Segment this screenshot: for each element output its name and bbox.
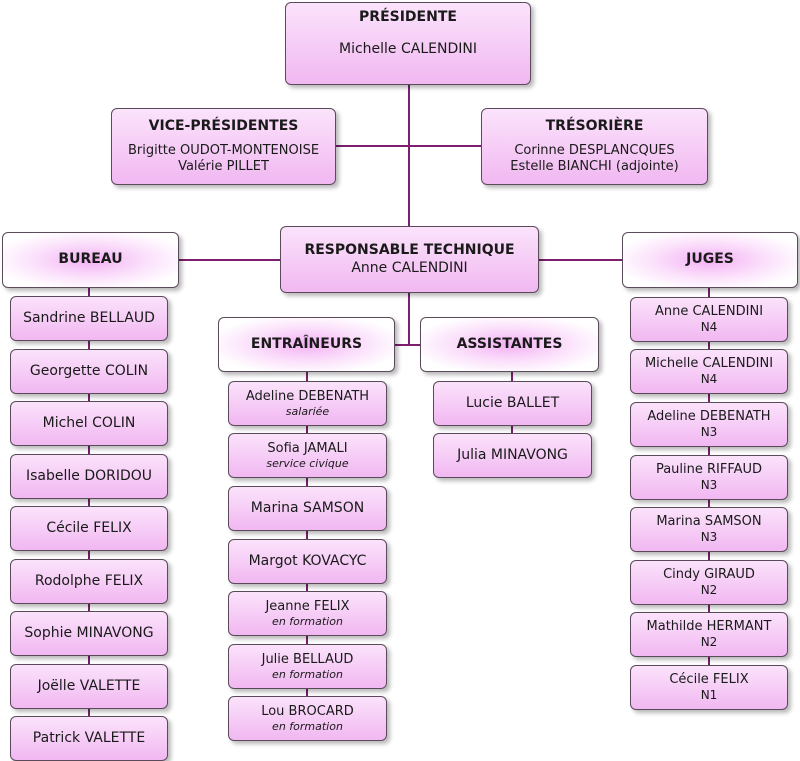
responsable-technique-title: RESPONSABLE TECHNIQUE bbox=[304, 242, 515, 258]
bureau-member: Georgette COLIN bbox=[10, 349, 168, 394]
member-name: Lucie BALLET bbox=[465, 394, 560, 411]
juge-member: Anne CALENDINI N4 bbox=[630, 297, 788, 342]
bureau-member: Sophie MINAVONG bbox=[10, 611, 168, 656]
entraineur-member: Sofia JAMALI service civique bbox=[228, 433, 387, 478]
member-name: Marina SAMSON bbox=[250, 499, 365, 516]
juge-member: Michelle CALENDINI N4 bbox=[630, 349, 788, 394]
presidente-name: Michelle CALENDINI bbox=[339, 40, 477, 57]
vice-presidente-name: Brigitte OUDOT-MONTENOISE bbox=[127, 143, 320, 158]
tresoriere-name: Estelle BIANCHI (adjointe) bbox=[510, 159, 679, 175]
member-name: Margot KOVACYC bbox=[248, 552, 367, 569]
member-level: N3 bbox=[700, 425, 718, 440]
juge-member: Pauline RIFFAUD N3 bbox=[630, 455, 788, 500]
assistantes-header: ASSISTANTES bbox=[420, 317, 599, 372]
bureau-member: Cécile FELIX bbox=[10, 506, 168, 551]
bureau-member: Michel COLIN bbox=[10, 401, 168, 446]
member-name: Lou BROCARD bbox=[261, 703, 354, 719]
member-name: Georgette COLIN bbox=[29, 362, 149, 379]
vice-presidente-name: Valérie PILLET bbox=[178, 159, 269, 175]
bureau-member: Rodolphe FELIX bbox=[10, 559, 168, 604]
member-name: Julia MINAVONG bbox=[457, 446, 568, 463]
juges-title: JUGES bbox=[686, 251, 734, 268]
member-name: Sophie MINAVONG bbox=[24, 624, 154, 641]
assistantes-title: ASSISTANTES bbox=[456, 335, 563, 352]
tresoriere-name: Corinne DESPLANCQUES bbox=[514, 143, 675, 158]
assistante-member: Lucie BALLET bbox=[433, 381, 592, 426]
member-level: N2 bbox=[700, 635, 718, 650]
bureau-title: BUREAU bbox=[58, 251, 123, 268]
member-level: N3 bbox=[700, 530, 718, 545]
member-name: Adeline DEBENATH bbox=[647, 408, 771, 424]
member-name: Cécile FELIX bbox=[46, 519, 132, 536]
member-name: Michel COLIN bbox=[42, 414, 136, 431]
member-name: Sofia JAMALI bbox=[267, 440, 348, 456]
member-name: Joëlle VALETTE bbox=[37, 677, 141, 694]
entraineurs-title: ENTRAÎNEURS bbox=[250, 335, 363, 352]
member-level: N2 bbox=[700, 583, 718, 598]
tresoriere-title: TRÉSORIÈRE bbox=[545, 117, 644, 134]
member-name: Rodolphe FELIX bbox=[34, 572, 144, 589]
responsable-technique-box: RESPONSABLE TECHNIQUE Anne CALENDINI bbox=[280, 226, 539, 293]
member-level: N3 bbox=[700, 478, 718, 493]
bureau-header: BUREAU bbox=[2, 232, 179, 288]
juge-member: Cindy GIRAUD N2 bbox=[630, 560, 788, 605]
member-name: Pauline RIFFAUD bbox=[655, 461, 763, 477]
bureau-member: Patrick VALETTE bbox=[10, 716, 168, 761]
member-note: en formation bbox=[272, 667, 343, 681]
vice-presidentes-title: VICE-PRÉSIDENTES bbox=[148, 117, 299, 134]
member-level: N1 bbox=[700, 688, 718, 703]
bureau-member: Sandrine BELLAUD bbox=[10, 296, 168, 341]
entraineur-member: Adeline DEBENATH salariée bbox=[228, 381, 387, 426]
vice-presidentes-box: VICE-PRÉSIDENTES Brigitte OUDOT-MONTENOI… bbox=[111, 108, 336, 185]
member-name: Michelle CALENDINI bbox=[644, 355, 774, 371]
member-name: Jeanne FELIX bbox=[265, 598, 350, 614]
entraineur-member: Margot KOVACYC bbox=[228, 539, 387, 584]
presidente-box: PRÉSIDENTE Michelle CALENDINI bbox=[285, 2, 531, 85]
member-name: Adeline DEBENATH bbox=[245, 388, 370, 404]
member-name: Patrick VALETTE bbox=[32, 729, 146, 746]
member-name: Anne CALENDINI bbox=[654, 303, 764, 319]
member-name: Mathilde HERMANT bbox=[646, 618, 772, 634]
member-name: Isabelle DORIDOU bbox=[25, 467, 153, 484]
member-name: Marina SAMSON bbox=[656, 513, 762, 529]
juges-header: JUGES bbox=[622, 232, 798, 288]
member-name: Sandrine BELLAUD bbox=[23, 309, 155, 326]
entraineurs-header: ENTRAÎNEURS bbox=[218, 317, 395, 372]
entraineur-member: Lou BROCARD en formation bbox=[228, 696, 387, 741]
juge-member: Cécile FELIX N1 bbox=[630, 665, 788, 710]
member-name: Julie BELLAUD bbox=[261, 651, 354, 667]
entraineur-member: Marina SAMSON bbox=[228, 486, 387, 531]
responsable-technique-name: Anne CALENDINI bbox=[351, 259, 468, 276]
member-name: Cindy GIRAUD bbox=[663, 566, 755, 582]
assistante-member: Julia MINAVONG bbox=[433, 433, 592, 478]
entraineur-member: Julie BELLAUD en formation bbox=[228, 644, 387, 689]
member-note: en formation bbox=[272, 719, 343, 733]
bureau-member: Isabelle DORIDOU bbox=[10, 454, 168, 499]
presidente-title: PRÉSIDENTE bbox=[359, 9, 457, 25]
juge-member: Mathilde HERMANT N2 bbox=[630, 612, 788, 657]
member-note: salariée bbox=[285, 404, 330, 418]
member-level: N4 bbox=[700, 320, 718, 335]
tresoriere-box: TRÉSORIÈRE Corinne DESPLANCQUES Estelle … bbox=[481, 108, 708, 185]
juge-member: Marina SAMSON N3 bbox=[630, 507, 788, 552]
juge-member: Adeline DEBENATH N3 bbox=[630, 402, 788, 447]
member-note: en formation bbox=[272, 614, 343, 628]
entraineur-member: Jeanne FELIX en formation bbox=[228, 591, 387, 636]
bureau-member: Joëlle VALETTE bbox=[10, 664, 168, 709]
member-note: service civique bbox=[266, 456, 349, 470]
member-level: N4 bbox=[700, 372, 718, 387]
member-name: Cécile FELIX bbox=[669, 671, 749, 687]
